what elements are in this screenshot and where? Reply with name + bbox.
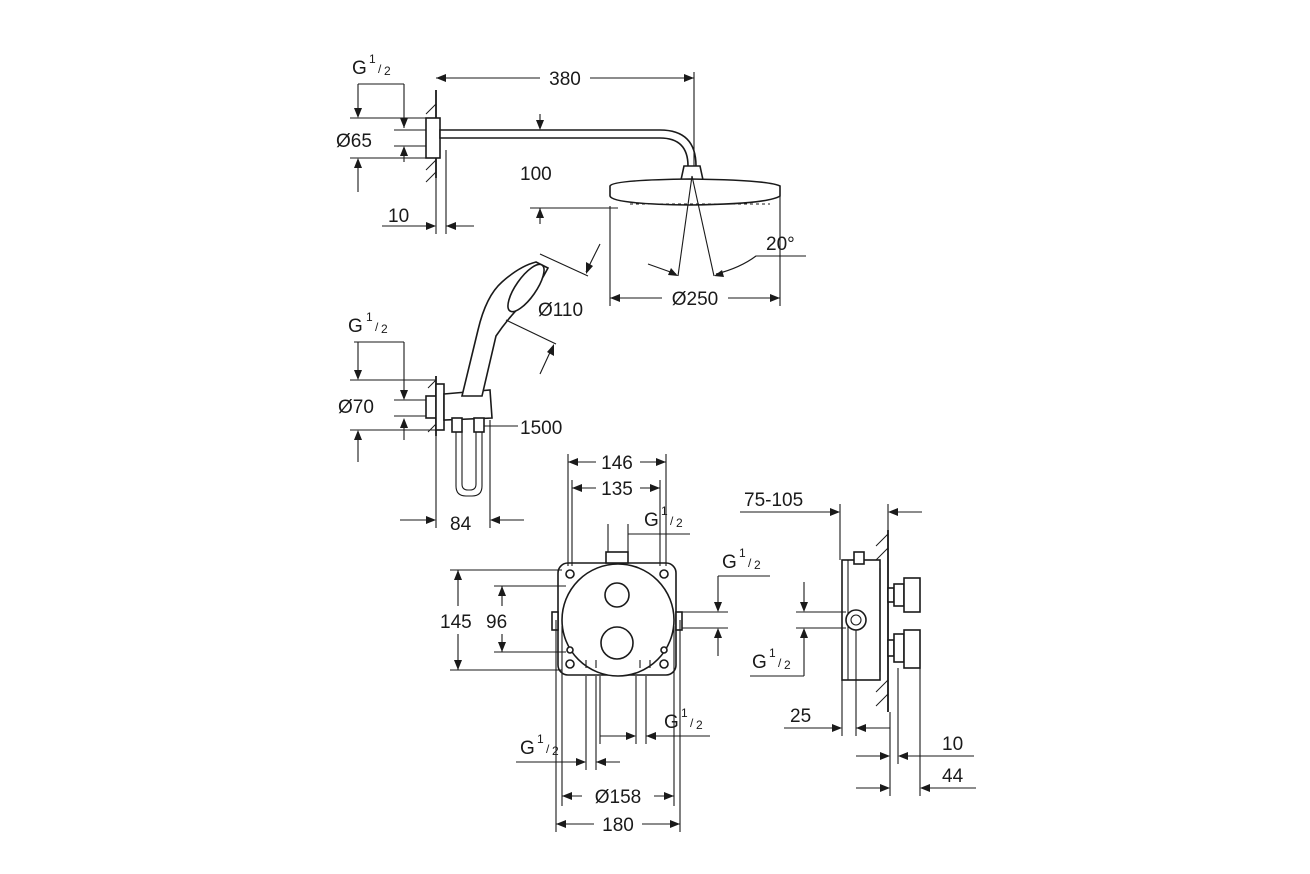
volume-handle — [604, 582, 630, 608]
hose-nut-left — [451, 417, 463, 433]
hose-nut-right — [473, 417, 485, 433]
hose — [455, 430, 483, 497]
dim-elbow-depth: 84 — [450, 514, 472, 535]
dim-box-top-thread-den: 2 — [676, 516, 683, 530]
side-box-valve — [845, 609, 867, 631]
box-top-port — [605, 551, 629, 564]
dim-elbow-thread: G — [348, 316, 363, 337]
box-right-port — [675, 611, 683, 631]
dim-elbow-thread-den: 2 — [381, 322, 388, 336]
dim-plate-diameter: Ø158 — [595, 787, 641, 808]
box-left-port — [551, 611, 559, 631]
overhead-shower-view: 380 G 1 / 2 Ø65 10 100 — [336, 52, 806, 310]
dim-overhead-thread-num: 1 — [369, 52, 376, 66]
dim-box-width-outer: 146 — [601, 453, 633, 474]
hand-shower-view: Ø110 G 1 / 2 Ø70 1500 84 — [338, 243, 601, 535]
dim-overhead-drop: 100 — [520, 164, 552, 185]
dim-side-projection-2: 44 — [942, 766, 964, 787]
dim-overhead-thread-den: 2 — [384, 64, 391, 78]
dim-box-bottom-right-thread: G — [664, 712, 679, 733]
shower-arm — [439, 129, 697, 169]
dim-elbow-flange-diameter: Ø70 — [338, 397, 374, 418]
dim-elbow-thread-slash: / — [375, 320, 379, 334]
side-handle-bottom-base — [887, 639, 895, 657]
dim-arm-length: 380 — [549, 69, 581, 90]
box-bottom-ports — [585, 660, 651, 668]
side-handle-top — [903, 577, 921, 613]
dim-plate-width: 180 — [602, 815, 634, 836]
dim-box-height-inner: 96 — [486, 612, 507, 633]
dim-head-diameter: Ø250 — [672, 289, 718, 310]
side-handle-bottom — [903, 629, 921, 669]
elbow-rosette — [435, 383, 445, 431]
dim-side-thread-slash: / — [778, 656, 782, 670]
dim-hose-length: 1500 — [520, 418, 562, 439]
thermostat-handle — [600, 626, 634, 660]
side-handle-top-base — [887, 587, 895, 603]
dim-box-right-thread-den: 2 — [754, 558, 761, 572]
dim-box-top-thread-num: 1 — [661, 504, 668, 518]
elbow-flange — [425, 395, 437, 419]
trim-plate — [561, 563, 675, 677]
dim-overhead-projection: 10 — [388, 206, 409, 227]
dim-side-thread-num: 1 — [769, 646, 776, 660]
dim-box-right-thread-slash: / — [748, 556, 752, 570]
dim-box-height-outer: 145 — [440, 612, 472, 633]
dim-box-bottom-left-thread-slash: / — [546, 742, 550, 756]
dim-box-bottom-left-thread-num: 1 — [537, 732, 544, 746]
dim-box-right-thread: G — [722, 552, 737, 573]
hand-shower-face — [507, 263, 545, 313]
dim-overhead-thread: G — [352, 58, 367, 79]
dim-hand-shower-diameter: Ø110 — [538, 300, 583, 321]
dim-side-offset: 25 — [790, 706, 811, 727]
concealed-box-side-view: 75-105 G 1 / 2 25 10 — [740, 490, 976, 796]
dim-install-depth: 75-105 — [744, 490, 803, 511]
dim-box-right-thread-num: 1 — [739, 546, 746, 560]
dim-side-thread: G — [752, 652, 767, 673]
dim-side-projection-1: 10 — [942, 734, 963, 755]
dim-box-bottom-right-thread-slash: / — [690, 716, 694, 730]
dim-box-bottom-right-thread-den: 2 — [696, 718, 703, 732]
dim-elbow-thread-num: 1 — [366, 310, 373, 324]
box-screws — [565, 569, 669, 669]
dim-side-thread-den: 2 — [784, 658, 791, 672]
dim-box-top-thread: G — [644, 510, 659, 531]
dim-overhead-thread-slash: / — [378, 62, 382, 76]
dim-box-top-thread-slash: / — [670, 514, 674, 528]
overhead-flange — [425, 117, 441, 159]
side-box-top-port — [853, 551, 865, 565]
dim-box-bottom-left-thread: G — [520, 738, 535, 759]
dim-box-width-inner: 135 — [601, 479, 633, 500]
side-wall-hatch — [875, 533, 889, 707]
dim-overhead-flange-diameter: Ø65 — [336, 131, 372, 152]
elbow-wall-hatch — [427, 379, 437, 433]
concealed-box-front-view: 146 135 G 1 / 2 G 1 / 2 145 — [440, 453, 770, 836]
dim-box-bottom-right-thread-num: 1 — [681, 706, 688, 720]
side-handle-bottom-collar — [893, 633, 905, 663]
side-handle-top-collar — [893, 583, 905, 607]
